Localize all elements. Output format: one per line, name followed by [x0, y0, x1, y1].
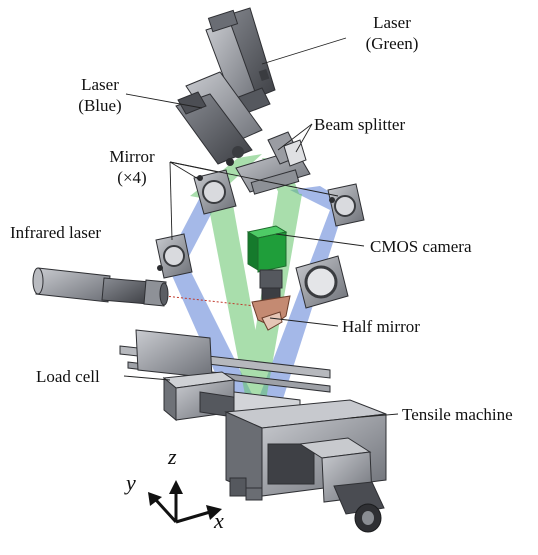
coordinate-axes-icon: [148, 480, 222, 524]
green-laser-module: [205, 7, 276, 115]
beam-splitter-assembly: [235, 131, 311, 195]
cmos-camera-body: [246, 225, 288, 303]
label-cmos-camera: CMOS camera: [370, 237, 472, 256]
label-laser-green-line2: (Green): [365, 34, 419, 53]
label-half-mirror: Half mirror: [342, 317, 420, 336]
label-mirror-line2: (×4): [117, 168, 147, 187]
tensile-machine-frame: [119, 329, 387, 533]
axis-label-x: x: [214, 508, 224, 533]
label-laser-blue: Laser (Blue): [68, 74, 132, 116]
label-infrared-laser: Infrared laser: [10, 223, 102, 242]
label-laser-blue-line2: (Blue): [78, 96, 122, 115]
label-beam-splitter: Beam splitter: [314, 115, 406, 134]
half-mirror-holder: [251, 295, 291, 331]
blue-laser-module: [175, 71, 263, 166]
label-laser-blue-line1: Laser: [81, 75, 119, 94]
label-laser-green: Laser (Green): [354, 12, 430, 54]
infrared-beam: [164, 295, 256, 307]
label-tensile-machine: Tensile machine: [402, 405, 513, 424]
label-mirror: Mirror (×4): [96, 146, 168, 188]
mirror-mount-right: [295, 255, 349, 309]
label-laser-green-line1: Laser: [373, 13, 411, 32]
label-mirror-line1: Mirror: [109, 147, 155, 166]
leader-lines: [123, 37, 399, 419]
infrared-laser-module: [32, 267, 169, 307]
label-load-cell: Load cell: [36, 367, 100, 386]
mirror-mount-upper-right: [327, 183, 365, 227]
mirror-mount-left: [155, 233, 193, 279]
axis-label-z: z: [168, 444, 177, 469]
axis-label-y: y: [126, 470, 136, 495]
